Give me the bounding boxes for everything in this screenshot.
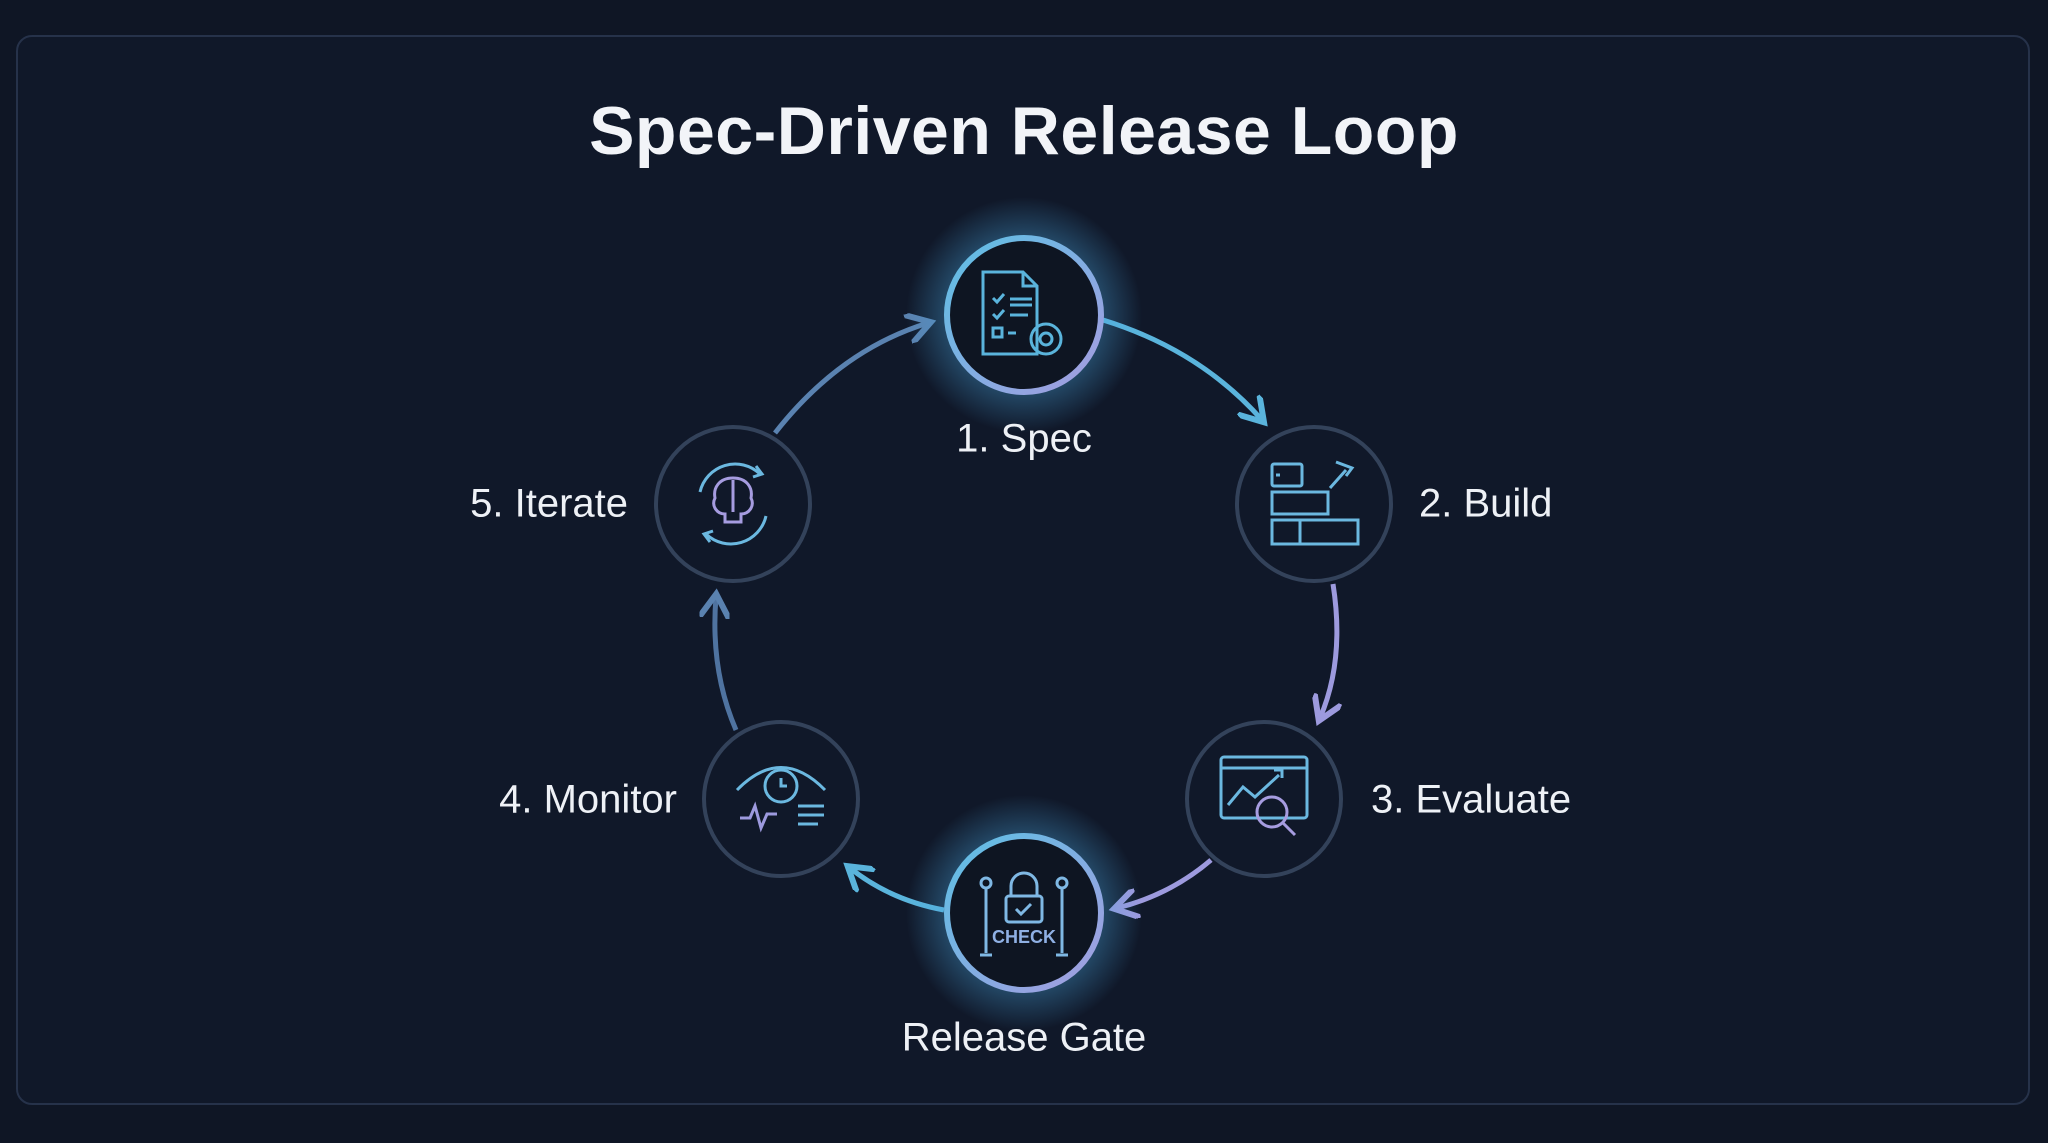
evaluate-chart-magnifier-icon [1219, 755, 1309, 837]
label-evaluate: 3. Evaluate [1371, 777, 1572, 822]
label-release-gate: Release Gate [901, 1015, 1147, 1060]
arrow-build-to-evaluate [1320, 583, 1337, 718]
label-spec: 1. Spec [956, 416, 1092, 461]
gate-icon-check-text: CHECK [992, 927, 1056, 947]
label-iterate: 5. Iterate [470, 481, 628, 526]
arrow-iterate-to-spec [773, 323, 928, 435]
arrow-monitor-to-iterate [715, 597, 739, 731]
release-gate-lock-icon [979, 871, 1069, 957]
spec-document-gear-icon [981, 270, 1063, 356]
iterate-brain-cycle-icon [698, 462, 768, 546]
node-evaluate[interactable] [1185, 720, 1343, 878]
node-monitor[interactable] [702, 720, 860, 878]
node-iterate[interactable] [654, 425, 812, 583]
diagram-title: Spec-Driven Release Loop [589, 93, 1459, 169]
monitor-eye-pulse-icon [735, 766, 827, 833]
label-build: 2. Build [1419, 481, 1553, 526]
label-monitor: 4. Monitor [499, 777, 677, 822]
node-release-gate[interactable]: CHECK [944, 833, 1104, 993]
build-blocks-hammer-icon [1270, 460, 1360, 546]
node-build[interactable] [1235, 425, 1393, 583]
node-spec[interactable] [944, 235, 1104, 395]
